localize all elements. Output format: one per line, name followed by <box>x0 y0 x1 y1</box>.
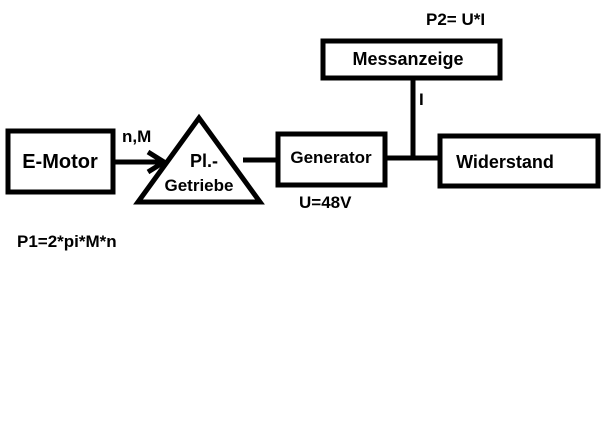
meter-box <box>320 38 503 81</box>
gearbox-triangle <box>133 113 265 205</box>
generator-block: Generator <box>275 131 388 188</box>
emotor-box <box>5 128 116 195</box>
emotor-label: E-Motor <box>22 151 98 173</box>
meter-block: Messanzeige <box>320 38 503 81</box>
shaft-quantity-label: n,M <box>122 127 151 146</box>
gearbox-label-line2: Getriebe <box>165 176 234 195</box>
formula-p1: P1=2*pi*M*n <box>17 232 117 251</box>
current-label: I <box>419 90 424 109</box>
emotor-block: E-Motor <box>5 128 116 195</box>
voltage-label: U=48V <box>299 193 352 212</box>
generator-box <box>275 131 388 188</box>
gearbox-block: Pl.- Getriebe <box>133 113 265 205</box>
resistor-box <box>437 133 601 189</box>
meter-label: Messanzeige <box>352 49 463 69</box>
formula-p2: P2= U*I <box>426 10 485 29</box>
resistor-label: Widerstand <box>456 152 554 172</box>
resistor-block: Widerstand <box>437 133 601 189</box>
gearbox-label-line1: Pl.- <box>190 151 218 171</box>
generator-label: Generator <box>290 148 372 167</box>
